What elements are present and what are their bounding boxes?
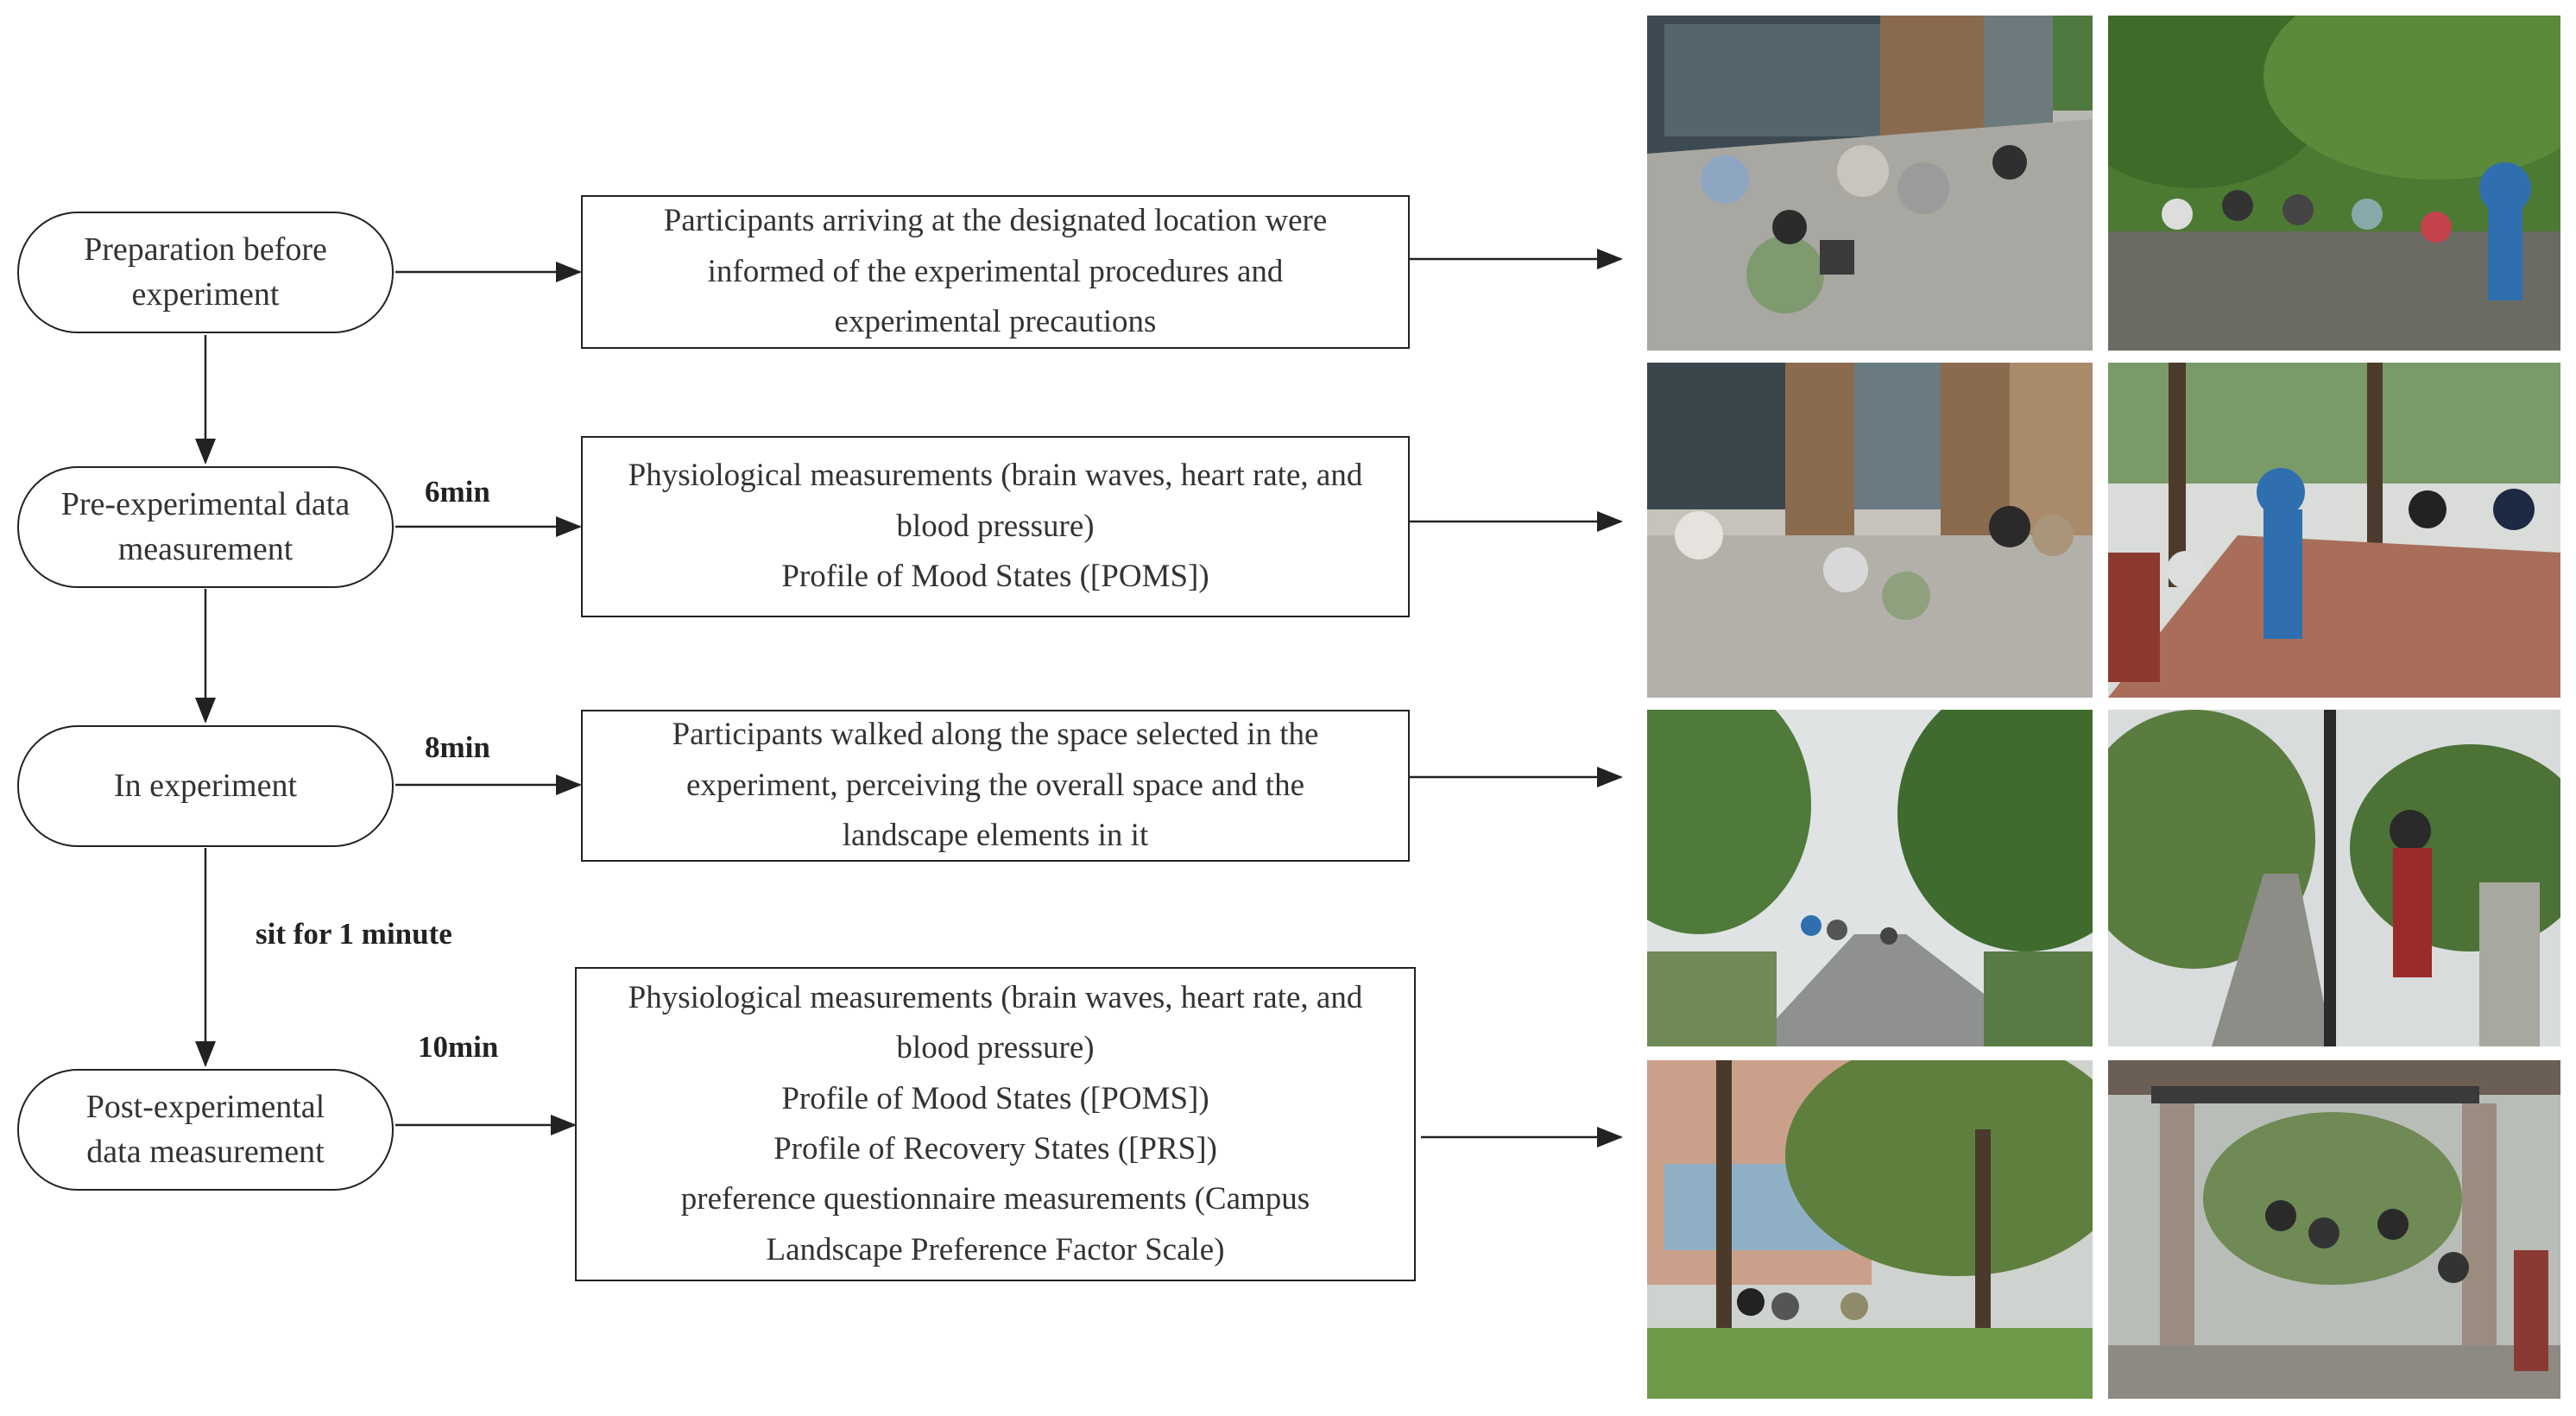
stage-label-line: Pre-experimental data — [60, 486, 350, 523]
description-line: Physiological measurements (brain waves,… — [628, 458, 1363, 494]
description-prep: Participants arriving at the designated … — [581, 195, 1410, 349]
photo-post-pavilion — [2108, 1060, 2560, 1399]
description-line: Profile of Recovery States ([PRS]) — [773, 1131, 1217, 1166]
description-line: blood pressure) — [896, 508, 1095, 544]
description-in: Participants walked along the space sele… — [581, 710, 1410, 862]
stage-label-line: experiment — [131, 275, 280, 313]
photo-pre-building — [1647, 363, 2093, 698]
stage-label-line: measurement — [117, 530, 294, 567]
photo-post-lawn — [1647, 1060, 2093, 1399]
description-line: landscape elements in it — [842, 818, 1149, 854]
description-line: informed of the experimental procedures … — [707, 253, 1284, 289]
duration-in: 8min — [425, 730, 490, 764]
photo-in-road — [1647, 710, 2093, 1046]
stage-post-experimental: Post-experimental data measurement — [17, 1069, 394, 1191]
description-line: experimental precautions — [834, 304, 1157, 340]
description-line: Physiological measurements (brain waves,… — [628, 979, 1363, 1015]
stage-label-line: In experiment — [113, 767, 298, 804]
duration-post: 10min — [418, 1030, 499, 1064]
stage-preparation: Preparation before experiment — [17, 212, 394, 333]
photo-prep-plaza — [1647, 16, 2093, 351]
description-line: Landscape Preference Factor Scale) — [766, 1231, 1225, 1267]
stage-label-line: data measurement — [86, 1133, 325, 1170]
description-line: preference questionnaire measurements (C… — [680, 1181, 1310, 1217]
description-line: Profile of Mood States ([POMS]) — [781, 559, 1209, 595]
photo-pre-path — [2108, 363, 2560, 698]
photo-in-steps — [2108, 710, 2560, 1046]
description-line: Participants arriving at the designated … — [663, 203, 1328, 239]
duration-rest: sit for 1 minute — [256, 917, 452, 951]
photo-prep-park — [2108, 16, 2560, 351]
duration-pre: 6min — [425, 475, 490, 509]
description-line: Profile of Mood States ([POMS]) — [781, 1080, 1209, 1116]
description-pre: Physiological measurements (brain waves,… — [581, 436, 1410, 617]
stage-pre-experimental: Pre-experimental data measurement — [17, 466, 394, 588]
description-line: blood pressure) — [896, 1030, 1095, 1066]
stage-label-line: Post-experimental — [85, 1089, 325, 1126]
description-post: Physiological measurements (brain waves,… — [575, 967, 1416, 1281]
description-line: Participants walked along the space sele… — [672, 717, 1319, 753]
stage-in-experiment: In experiment — [17, 725, 394, 847]
stage-label-line: Preparation before — [84, 231, 327, 269]
description-line: experiment, perceiving the overall space… — [685, 767, 1305, 803]
